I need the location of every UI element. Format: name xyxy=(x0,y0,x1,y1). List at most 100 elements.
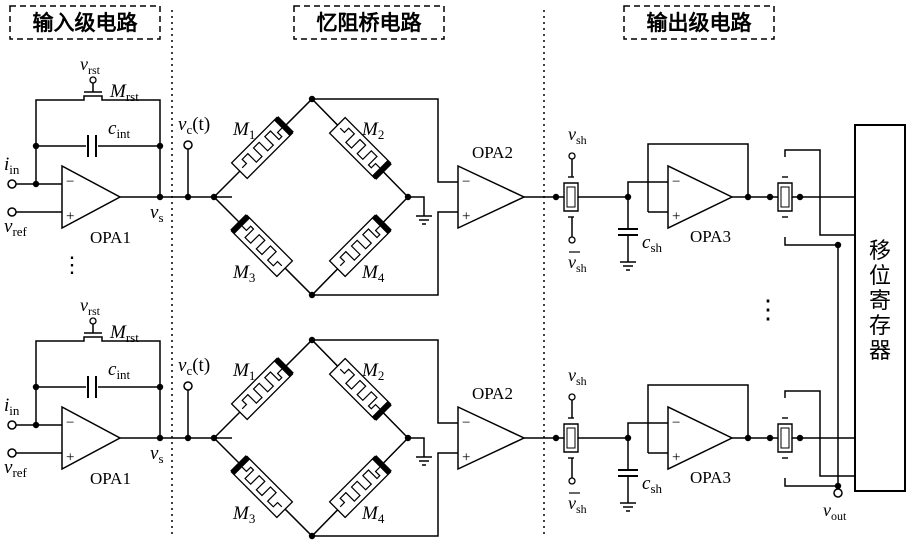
shift-register-char-3: 寄 xyxy=(869,289,891,314)
rst-gate-terminal xyxy=(90,77,96,83)
section-title-output: 输出级电路 xyxy=(647,11,753,35)
vsh-label: vsh xyxy=(568,124,587,147)
opamp-plus-sign: + xyxy=(672,450,680,466)
transistor-top xyxy=(556,183,586,197)
transistor-top xyxy=(556,424,586,438)
cint-label: cint xyxy=(108,118,131,141)
opamp-minus-sign: − xyxy=(462,415,470,431)
iin-label: iin xyxy=(4,154,20,177)
opa2-label: OPA2 xyxy=(472,143,513,162)
wire xyxy=(785,478,838,486)
m4-label: M4 xyxy=(361,503,385,526)
vc-terminal xyxy=(184,141,192,149)
vref-label: vref xyxy=(4,457,28,480)
vref-label: vref xyxy=(4,216,28,239)
output-switch xyxy=(770,177,800,217)
cint-label: cint xyxy=(108,359,131,382)
m4-label: M4 xyxy=(361,262,385,285)
m3-label: M3 xyxy=(232,262,255,285)
gate-channel xyxy=(781,428,789,448)
opamp-plus-sign: + xyxy=(66,450,74,466)
transistor-bottom xyxy=(778,197,792,211)
wire xyxy=(785,391,855,476)
gate-channel xyxy=(781,187,789,207)
mrst-label: Mrst xyxy=(109,322,139,345)
iin-terminal xyxy=(8,421,16,429)
mrst-label: Mrst xyxy=(109,81,139,104)
m1-label: M1 xyxy=(232,119,255,142)
vsh-bar-label: vsh xyxy=(568,493,587,516)
shift-register-char-1: 移 xyxy=(869,239,891,264)
opamp-minus-sign: − xyxy=(66,174,74,190)
wire xyxy=(408,438,424,457)
ellipsis-output: ⋮ xyxy=(755,295,781,324)
shift-register-char-4: 存 xyxy=(869,314,891,339)
vsh-bar-label: vsh xyxy=(568,252,587,275)
vout-label: vout xyxy=(823,500,847,523)
opamp-plus-sign: + xyxy=(462,450,470,466)
opamp-minus-sign: − xyxy=(672,415,680,431)
csh-label: csh xyxy=(642,473,662,496)
csh-label: csh xyxy=(642,232,662,255)
junction-dot xyxy=(797,435,803,441)
vout-terminal xyxy=(834,489,842,497)
wire xyxy=(36,349,86,387)
transistor-top xyxy=(770,424,800,438)
ellipsis-input: ⋮ xyxy=(61,252,83,277)
section-header-input: 输入级电路 xyxy=(10,6,160,39)
section-header-output: 输出级电路 xyxy=(624,6,774,39)
opamp-plus-sign: + xyxy=(462,209,470,225)
opa1-label: OPA1 xyxy=(90,228,131,247)
shift-register-char-2: 位 xyxy=(869,264,891,289)
junction-dot xyxy=(797,194,803,200)
rst-gate-terminal xyxy=(90,318,96,324)
opamp-plus-sign: + xyxy=(66,209,74,225)
junction-dot xyxy=(745,435,751,441)
transistor-bottom xyxy=(564,197,578,211)
channel-1: vrstMrstcintiinvref−+OPA1vsvc(t)M1M2M3M4… xyxy=(4,54,855,298)
vc-terminal xyxy=(184,382,192,390)
junction-dot xyxy=(157,435,163,441)
sample-switch xyxy=(556,418,586,458)
m1-label: M1 xyxy=(232,360,255,383)
vc-label: vc(t) xyxy=(178,355,210,378)
gate-channel xyxy=(567,428,575,448)
wire xyxy=(785,237,838,245)
m2-label: M2 xyxy=(361,360,384,383)
vref-terminal xyxy=(8,449,16,457)
junction-dot xyxy=(835,483,841,489)
opa3-label: OPA3 xyxy=(690,468,731,487)
opamp-plus-sign: + xyxy=(672,209,680,225)
vref-terminal xyxy=(8,208,16,216)
opa2-label: OPA2 xyxy=(472,384,513,403)
opamp-minus-sign: − xyxy=(462,174,470,190)
m2-label: M2 xyxy=(361,119,384,142)
section-title-bridge: 忆阻桥电路 xyxy=(317,11,423,35)
opamp-minus-sign: − xyxy=(672,174,680,190)
transistor-top xyxy=(770,183,800,197)
opamp-minus-sign: − xyxy=(66,415,74,431)
wire xyxy=(36,96,160,108)
vs-label: vs xyxy=(150,443,164,466)
vsh-terminal xyxy=(569,394,575,400)
sample-switch xyxy=(556,177,586,217)
junction-dot xyxy=(157,194,163,200)
shift-register-char-5: 器 xyxy=(869,339,891,364)
transistor-bottom xyxy=(778,438,792,452)
opa3-label: OPA3 xyxy=(690,227,731,246)
m3-label: M3 xyxy=(232,503,255,526)
junction-dot xyxy=(745,194,751,200)
vs-label: vs xyxy=(150,202,164,225)
memristor-m4 xyxy=(330,455,392,517)
vsh-label: vsh xyxy=(568,365,587,388)
vsh-bar-terminal xyxy=(569,478,575,484)
iin-terminal xyxy=(8,180,16,188)
vsh-terminal xyxy=(569,153,575,159)
wire xyxy=(214,340,408,438)
vrst-label: vrst xyxy=(80,295,101,318)
wire xyxy=(36,108,86,146)
opa1-label: OPA1 xyxy=(90,469,131,488)
memristor-m4 xyxy=(330,214,392,276)
